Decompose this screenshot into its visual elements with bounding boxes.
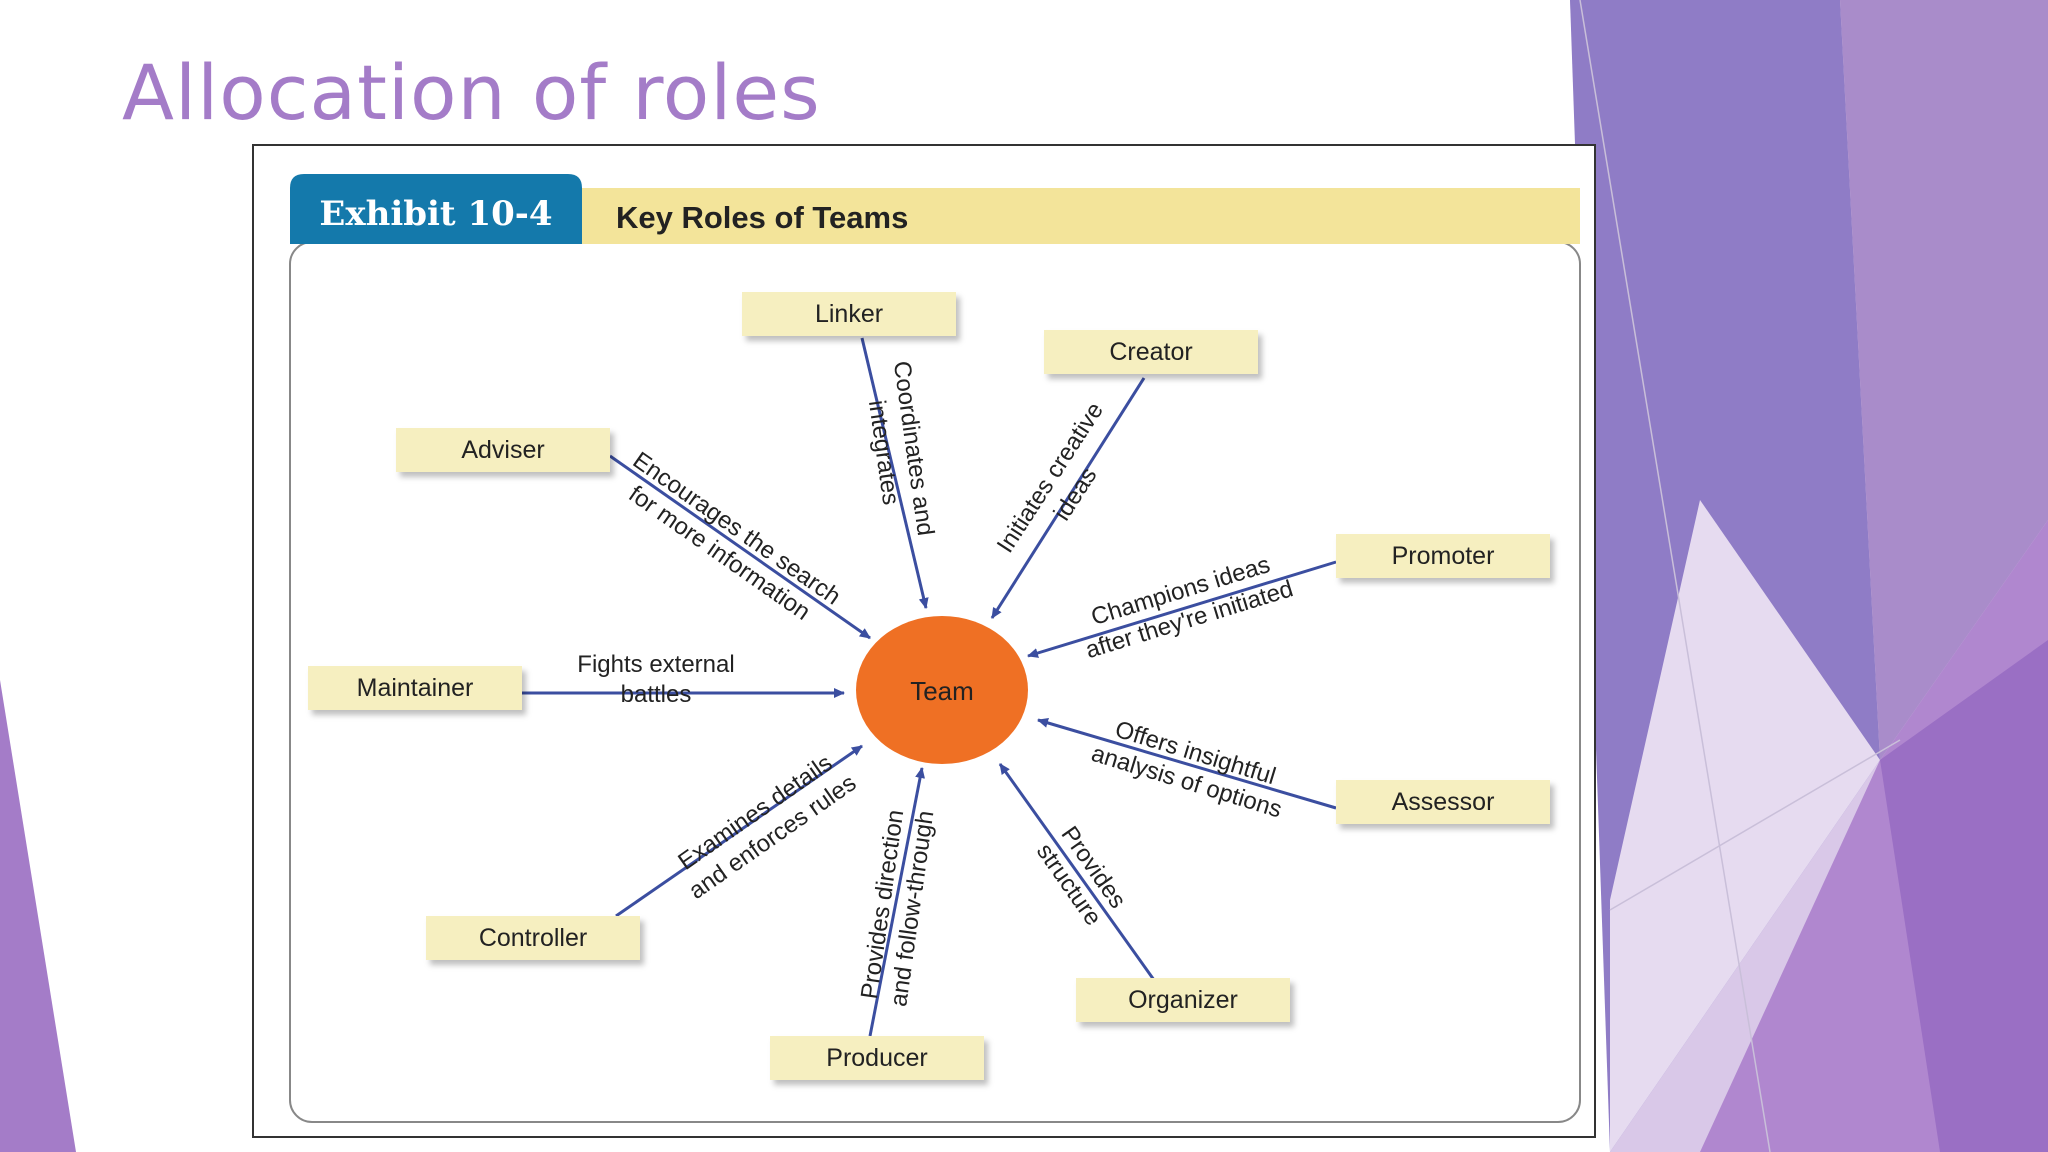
role-box-promoter: Promoter <box>1336 534 1550 578</box>
role-box-background <box>1076 978 1290 1022</box>
arrow-producer <box>868 767 926 1037</box>
role-box-background <box>1044 330 1258 374</box>
role-label-maintainer: Maintainer <box>357 674 474 702</box>
deco-line <box>1609 739 1901 911</box>
arrow-creator <box>990 377 1146 619</box>
slide-title: Allocation of roles <box>122 48 821 137</box>
role-label-adviser: Adviser <box>461 436 544 464</box>
deco-shape-left <box>0 680 76 1152</box>
exhibit-heading: Key Roles of Teams <box>616 200 908 235</box>
arrow-assessor <box>1037 718 1337 810</box>
deco-line <box>1579 0 1771 1152</box>
exhibit-tab <box>290 174 582 244</box>
role-box-background <box>396 428 610 472</box>
exhibit-frame: Exhibit 10-4 Key Roles of Teams Coordina… <box>252 144 1596 1138</box>
role-box-background <box>426 916 640 960</box>
role-box-background <box>742 292 956 336</box>
team-roles-diagram: Exhibit 10-4 Key Roles of Teams Coordina… <box>289 174 1581 1123</box>
role-box-assessor: Assessor <box>1336 780 1550 824</box>
role-box-maintainer: Maintainer <box>308 666 522 710</box>
team-label: Team <box>910 676 974 706</box>
role-label-organizer: Organizer <box>1128 986 1238 1014</box>
arrows-layer <box>522 337 1337 1037</box>
role-box-controller: Controller <box>426 916 640 960</box>
role-box-background <box>308 666 522 710</box>
role-label-producer: Producer <box>826 1044 927 1072</box>
role-label-assessor: Assessor <box>1392 788 1495 816</box>
arrow-organizer <box>998 763 1156 981</box>
role-box-background <box>1336 780 1550 824</box>
arrow-adviser <box>609 454 871 640</box>
role-box-organizer: Organizer <box>1076 978 1290 1022</box>
role-box-background <box>770 1036 984 1080</box>
deco-shape-corner <box>1880 640 2048 1152</box>
role-box-adviser: Adviser <box>396 428 610 472</box>
arrow-controller <box>615 744 863 918</box>
arrow-linker <box>860 337 929 609</box>
arrow-promoter <box>1027 560 1337 658</box>
team-circle <box>856 616 1028 764</box>
deco-shape-pale <box>1610 500 1880 1152</box>
role-box-background <box>1336 534 1550 578</box>
deco-shape-violet <box>1840 0 2048 760</box>
role-box-producer: Producer <box>770 1036 984 1080</box>
role-label-creator: Creator <box>1109 338 1192 366</box>
role-label-controller: Controller <box>479 924 587 952</box>
role-label-promoter: Promoter <box>1392 542 1495 570</box>
role-box-linker: Linker <box>742 292 956 336</box>
role-label-linker: Linker <box>815 300 883 328</box>
role-boxes-layer: LinkerCreatorPromoterAssessorOrganizerPr… <box>308 292 1550 1080</box>
role-box-creator: Creator <box>1044 330 1258 374</box>
exhibit-label: Exhibit 10-4 <box>319 194 552 234</box>
